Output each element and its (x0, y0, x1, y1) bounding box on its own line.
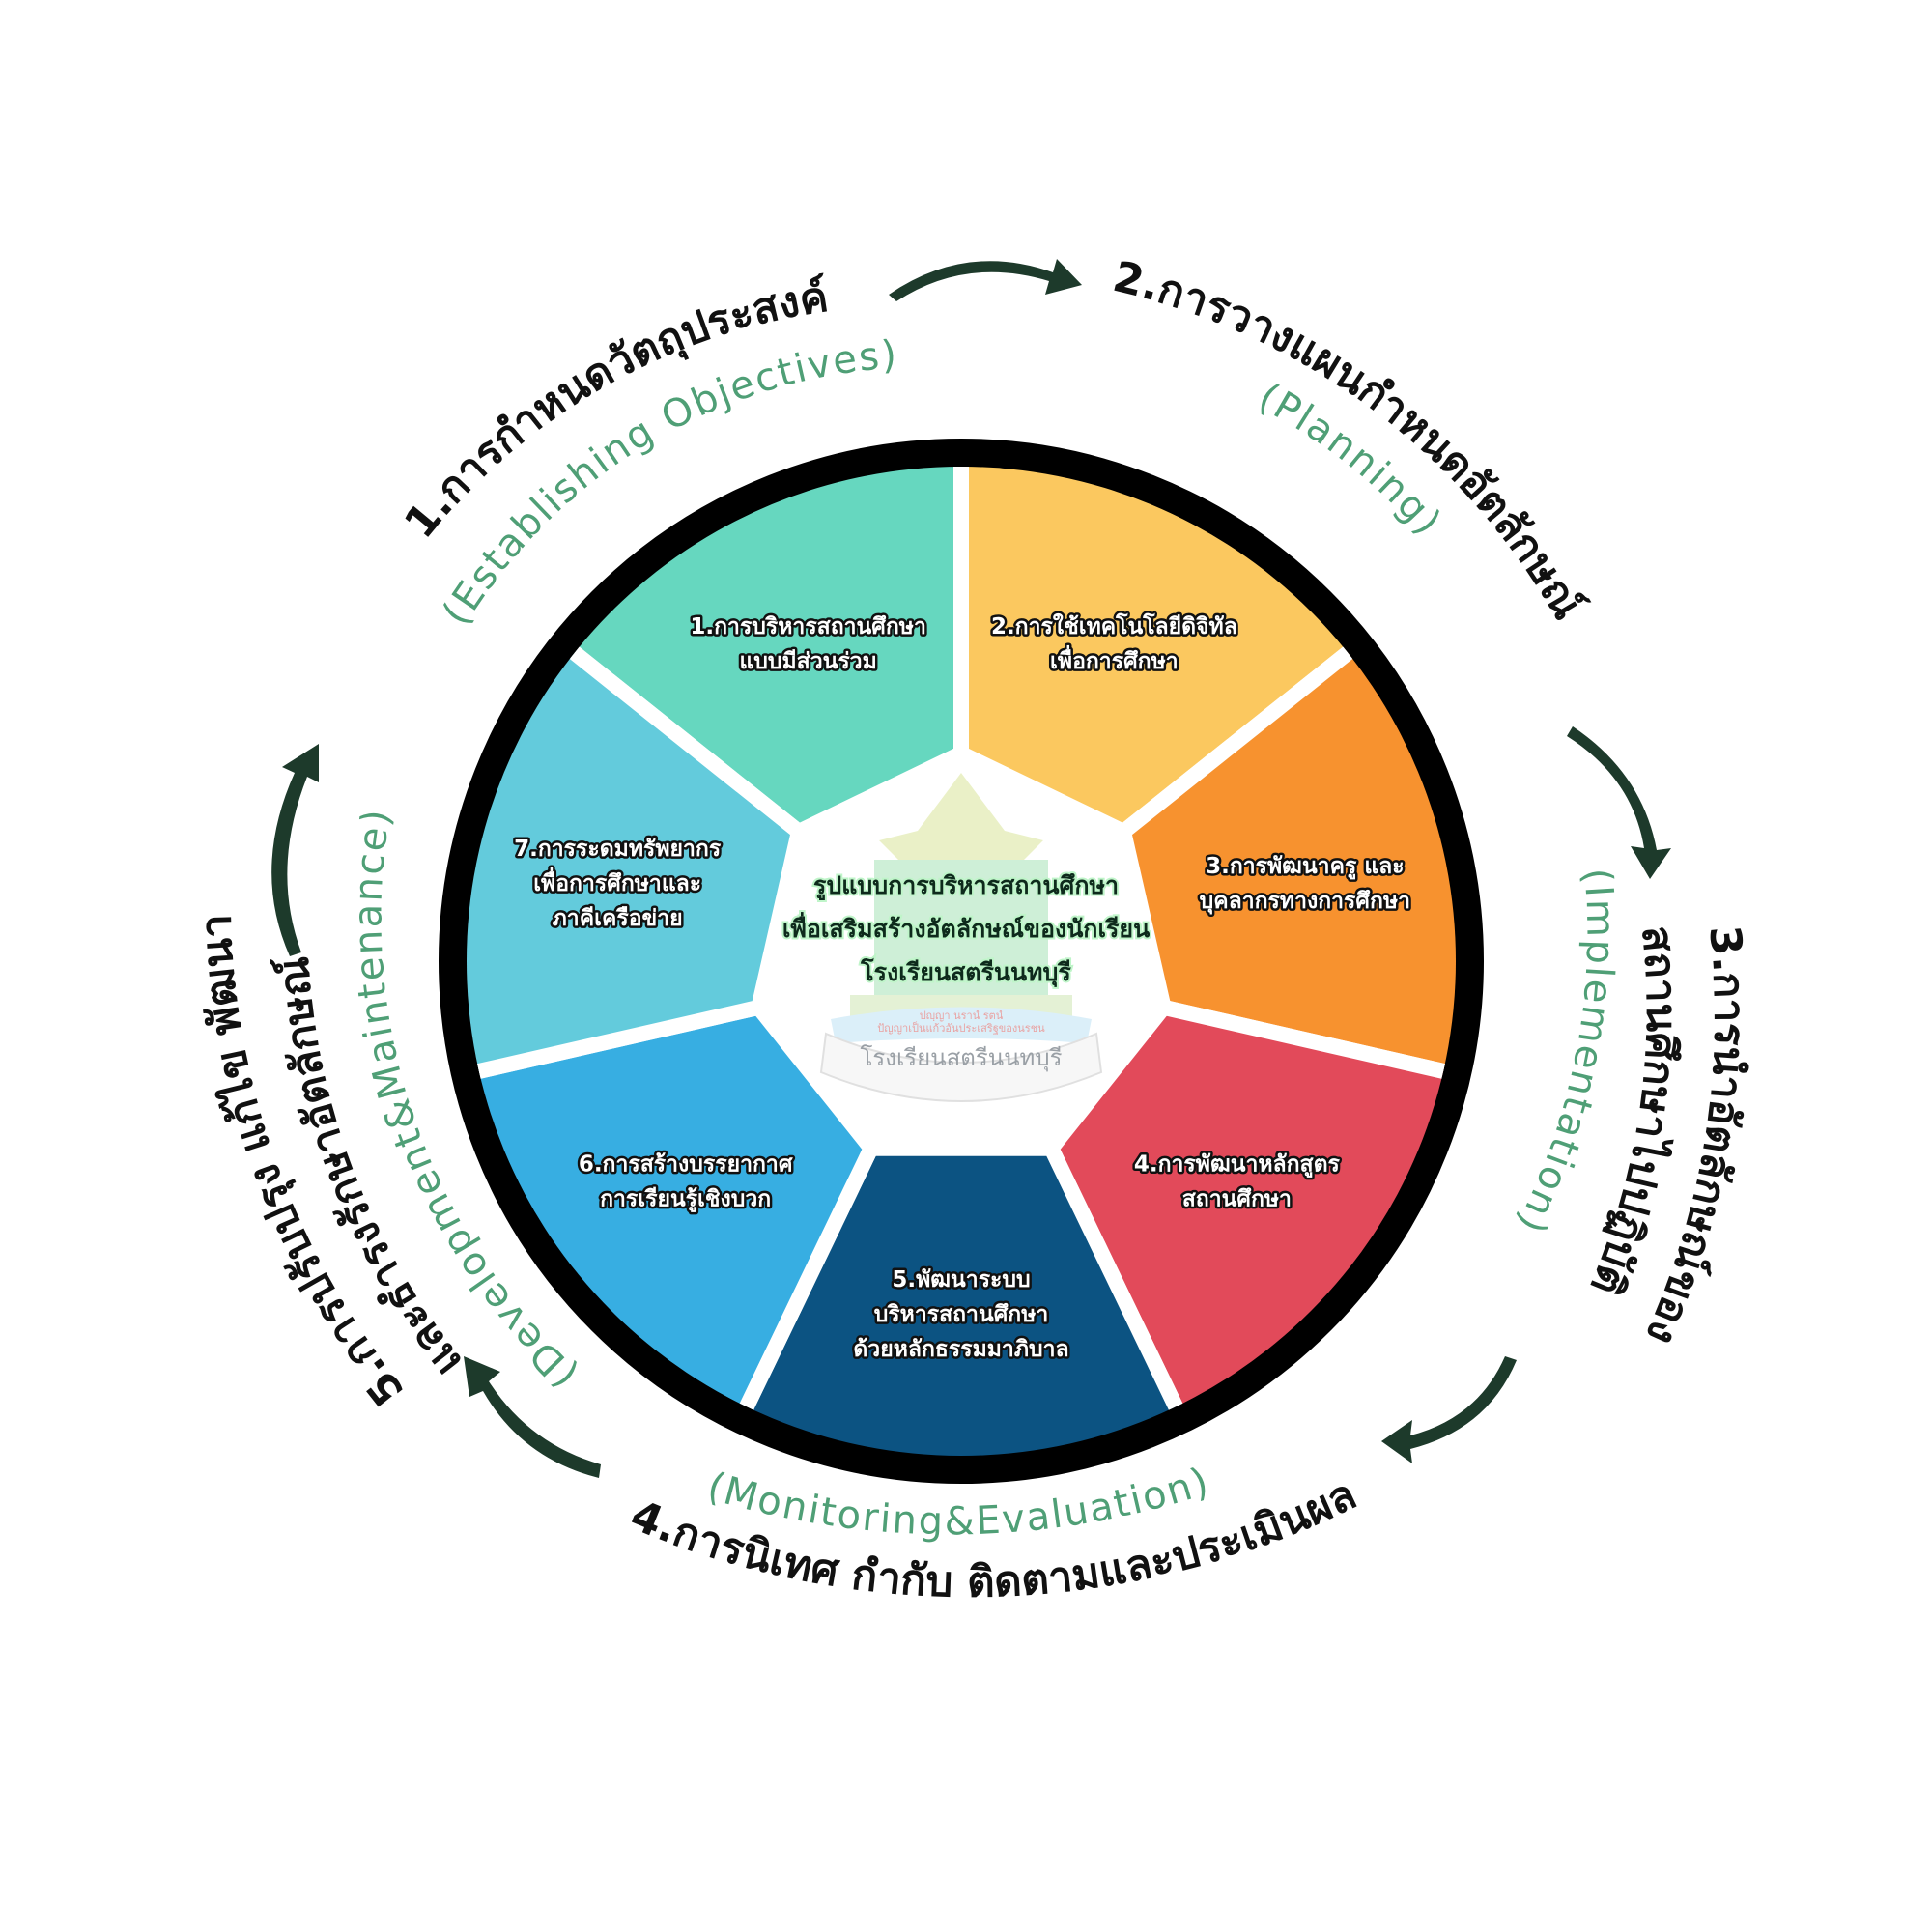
logo-temple-body (874, 860, 1048, 995)
step-3-label: 3.การนำอัตลักษณ์ของ สถานศึกษาไปปฏิบัติ (… (1507, 867, 1753, 1351)
logo-motto-line-2: ปัญญาเป็นแก้วอันประเสริฐของนรชน (877, 1021, 1045, 1035)
segment-7-label-line-3: ภาคีเครือข่าย (553, 906, 683, 931)
logo-temple-roof (879, 773, 1043, 860)
segment-2-label-line-1: 2.การใช้เทคโนโลยีดิจิทัล (991, 612, 1237, 639)
outer-ring (439, 439, 1484, 1484)
segment-6-label-line-1: 6.การสร้างบรรยากาศ (579, 1152, 793, 1178)
segment-1-label-line-2: แบบมีส่วนร่วม (739, 649, 876, 674)
center-title-line-2: เพื่อเสริมสร้างอัตลักษณ์ของนักเรียน (782, 912, 1150, 943)
logo-school-name: โรงเรียนสตรีนนทบุรี (861, 1044, 1063, 1072)
segment-4-label-line-1: 4.การพัฒนาหลักสูตร (1134, 1152, 1341, 1179)
logo-motto-line-1: ปญฺญา นรานํ รตนํ (920, 1009, 1004, 1022)
logo-clouds (831, 1007, 1092, 1043)
arrow-step5-to-step1-icon (271, 744, 319, 956)
center-title-line-1: รูปแบบการบริหารสถานศึกษา (813, 871, 1119, 901)
segment-7-label-line-2: เพื่อการศึกษาและ (533, 867, 701, 896)
segment-3-label-line-2: บุคลากรทางการศึกษา (1200, 889, 1410, 915)
segment-6-label-line-2: การเรียนรู้เชิงบวก (600, 1187, 771, 1213)
arrow-step4-to-step5-icon (464, 1356, 601, 1478)
segment-3-label-line-1: 3.การพัฒนาครู และ (1206, 854, 1405, 880)
arrow-step3-to-step4-icon (1381, 1356, 1517, 1463)
segment-5-label-line-3: ด้วยหลักธรรมมาภิบาล (853, 1337, 1068, 1362)
step-3-english: (Implementation) (1507, 867, 1622, 1241)
arrow-step2-to-step3-icon (1567, 726, 1671, 879)
segment-5-label-line-2: บริหารสถานศึกษา (874, 1302, 1049, 1327)
center-title-line-3: โรงเรียนสตรีนนทบุรี (860, 957, 1071, 988)
arrow-step1-to-step2-icon (889, 259, 1082, 301)
segment-4-label-line-2: สถานศึกษา (1182, 1187, 1292, 1212)
segment-2-label-line-2: เพื่อการศึกษา (1050, 644, 1179, 674)
segment-5-label-line-1: 5.พัฒนาระบบ (892, 1267, 1030, 1293)
school-logo (819, 773, 1103, 1102)
logo-ribbon (819, 1032, 1103, 1102)
segment-1-label-line-1: 1.การบริหารสถานศึกษา (690, 614, 926, 639)
segment-7-label-line-1: 7.การระดมทรัพยากร (514, 837, 722, 862)
